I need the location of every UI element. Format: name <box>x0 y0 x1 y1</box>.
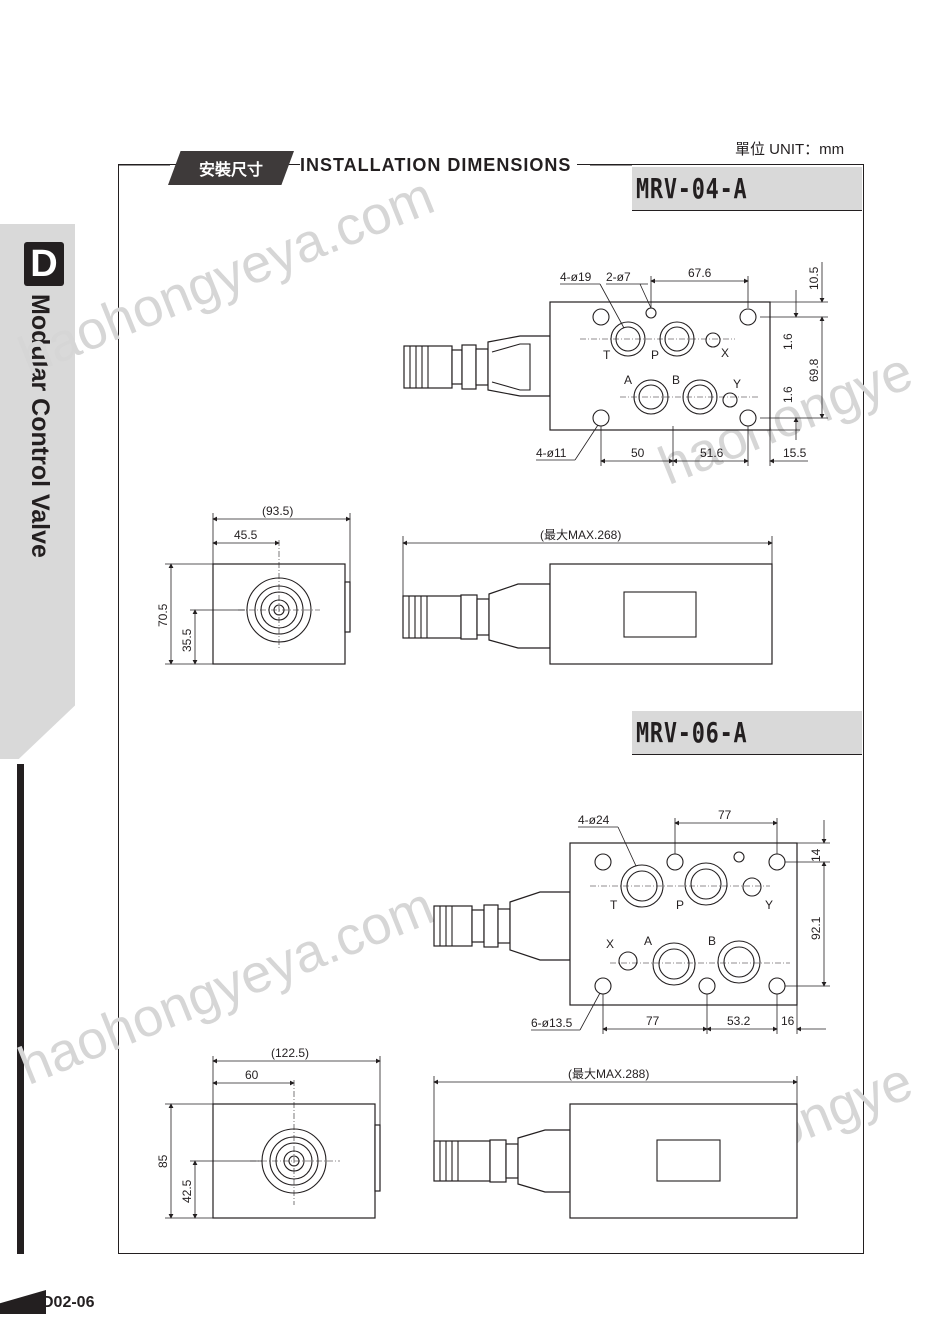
label-holes-large: 4-ø19 <box>560 270 592 284</box>
section-tag: 安裝尺寸 <box>168 151 294 185</box>
dim-bottom-2: 51.6 <box>700 446 724 460</box>
mrv06-top-view: 4-ø24 T P Y X A B 6-ø13.5 77 14 92.1 77 … <box>433 808 830 1034</box>
dim-bottom-1: 50 <box>631 446 645 460</box>
dim-right-top: 14 <box>809 848 823 862</box>
port-a: A <box>624 373 632 387</box>
port-a: A <box>644 934 652 948</box>
dim-length: (最大MAX.288) <box>568 1067 649 1081</box>
valve-block <box>549 301 771 431</box>
port-b: B <box>708 934 716 948</box>
section-letter-badge: D <box>24 242 64 286</box>
dim-top: 77 <box>718 808 732 822</box>
dim-right-2: 1.6 <box>781 386 795 403</box>
dim-right-main: 69.8 <box>807 358 821 382</box>
dim-width: (122.5) <box>271 1046 309 1060</box>
dim-bottom-3: 15.5 <box>783 446 807 460</box>
dim-center-height: 35.5 <box>180 628 194 652</box>
dim-center: 60 <box>245 1068 259 1082</box>
mrv04-end-view: (93.5) 45.5 70.5 35.5 <box>156 504 351 665</box>
dim-height: 85 <box>156 1154 170 1168</box>
section-title: INSTALLATION DIMENSIONS <box>300 155 578 176</box>
mrv06-end-view: (122.5) 60 85 42.5 <box>156 1046 381 1219</box>
label-holes-large: 4-ø24 <box>578 813 610 827</box>
unit-label: 單位 UNIT：mm <box>735 141 845 158</box>
port-p: P <box>676 898 684 912</box>
dim-top: 67.6 <box>688 266 712 280</box>
page-number: D02-06 <box>42 1294 95 1311</box>
label-holes-small: 2-ø7 <box>606 270 631 284</box>
dim-bottom-3: 16 <box>781 1014 795 1028</box>
port-x: X <box>721 346 729 360</box>
side-bar <box>17 764 24 1254</box>
port-t: T <box>603 348 611 362</box>
dim-right-1: 1.6 <box>781 333 795 350</box>
mrv04-side-view: (最大MAX.268) <box>402 528 773 665</box>
dim-bottom-1: 77 <box>646 1014 660 1028</box>
dim-width: (93.5) <box>262 504 293 518</box>
dim-height: 70.5 <box>156 603 170 627</box>
dim-right-main: 92.1 <box>809 916 823 940</box>
side-category-tab <box>0 224 75 759</box>
mrv06-side-view: (最大MAX.288) <box>433 1067 798 1219</box>
label-holes-mount: 6-ø13.5 <box>531 1016 573 1030</box>
dim-length: (最大MAX.268) <box>540 528 621 542</box>
port-x: X <box>606 937 614 951</box>
label-holes-mount: 4-ø11 <box>536 446 567 460</box>
port-b: B <box>672 373 680 387</box>
model-title-mrv-06: MRV-06-A <box>632 711 862 755</box>
dim-center: 45.5 <box>234 528 258 542</box>
dim-right-top: 10.5 <box>807 266 821 290</box>
port-y: Y <box>733 377 741 391</box>
port-t: T <box>610 898 618 912</box>
mrv04-top-view: 4-ø19 2-ø7 T P X A B Y 4-ø11 67.6 10.5 1… <box>403 262 828 466</box>
port-y: Y <box>765 898 773 912</box>
dim-bottom-2: 53.2 <box>727 1014 751 1028</box>
model-title-mrv-04: MRV-04-A <box>632 167 862 211</box>
dim-center-height: 42.5 <box>180 1179 194 1203</box>
port-p: P <box>651 348 659 362</box>
